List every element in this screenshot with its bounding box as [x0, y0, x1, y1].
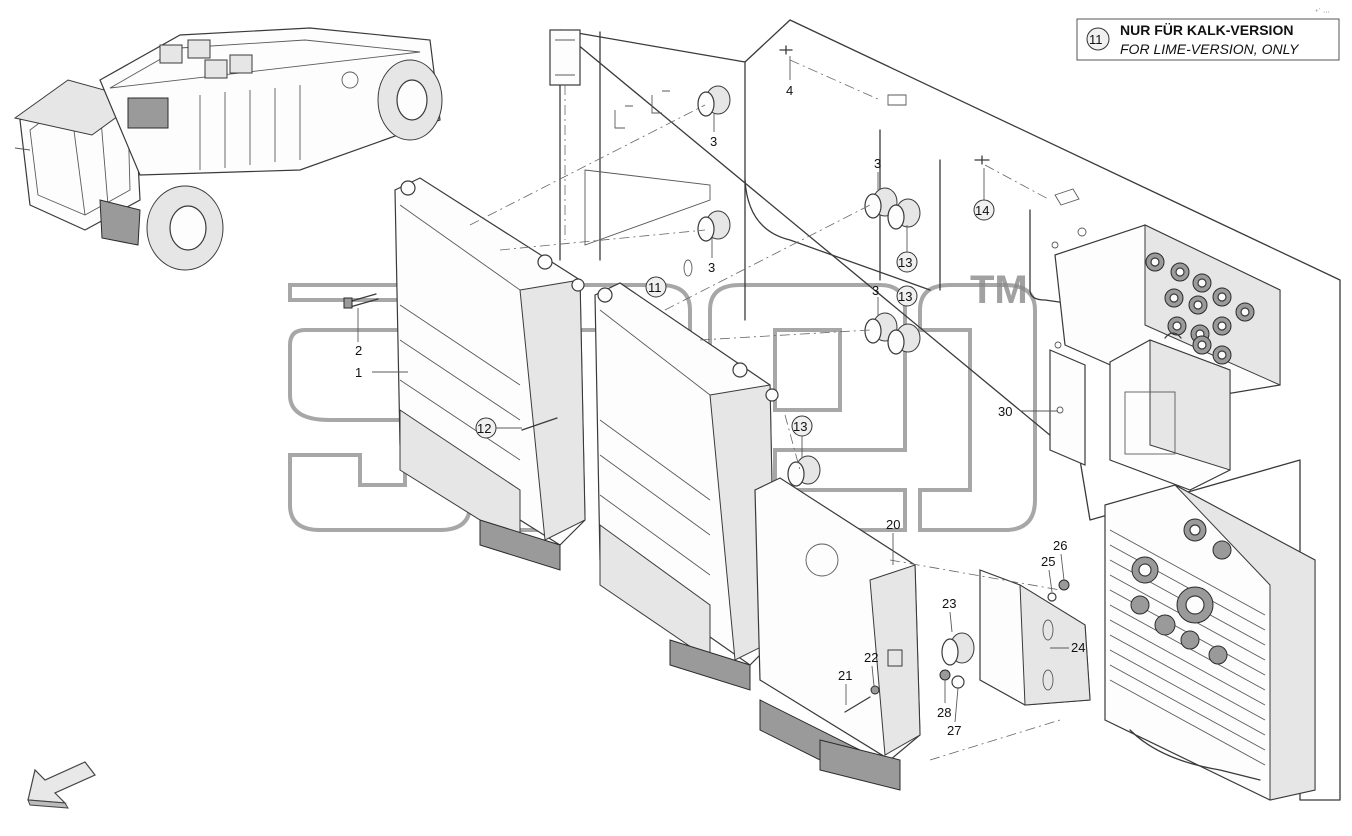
callout-24: 24 — [1071, 640, 1085, 655]
callout-13c: 13 — [793, 419, 807, 434]
legend-line-de: NUR FÜR KALK-VERSION — [1120, 22, 1293, 38]
bracket-24 — [979, 569, 1091, 706]
control-unit-11 — [594, 282, 779, 691]
callout-3b: 3 — [874, 156, 881, 171]
callout-13a: 13 — [898, 255, 912, 270]
connector-bracket — [1054, 224, 1281, 491]
callout-3a: 3 — [710, 134, 717, 149]
rubber-mounts — [697, 85, 975, 666]
fasteners — [343, 45, 1070, 713]
legend-circle-number: 11 — [1089, 32, 1103, 47]
callout-11: 11 — [648, 280, 662, 295]
control-unit-right — [1104, 484, 1316, 801]
callout-13b: 13 — [898, 289, 912, 304]
watermark-trademark: TM — [970, 268, 1028, 312]
callout-2: 2 — [355, 343, 362, 358]
callout-27: 27 — [947, 723, 961, 738]
callout-26: 26 — [1053, 538, 1067, 553]
mounting-panel — [549, 19, 1341, 801]
callout-3c: 3 — [708, 260, 715, 275]
control-unit-1 — [394, 177, 586, 571]
assembly-lines — [469, 59, 1061, 761]
callout-3d: 3 — [872, 283, 879, 298]
callout-labels: 1 2 3 3 3 3 4 11 12 13 13 13 14 20 21 22 — [355, 56, 1085, 738]
callout-28: 28 — [937, 705, 951, 720]
callout-30: 30 — [998, 404, 1012, 419]
machine-overview-thumbnail — [13, 27, 443, 271]
callout-4: 4 — [786, 83, 793, 98]
legend-line-en: FOR LIME-VERSION, ONLY — [1120, 41, 1300, 57]
small-bracket-30 — [1049, 349, 1086, 466]
callout-25: 25 — [1041, 554, 1055, 569]
callout-21: 21 — [838, 668, 852, 683]
corner-mark: ⁺˙ ··· — [1315, 8, 1330, 16]
version-legend: 11 NUR FÜR KALK-VERSION FOR LIME-VERSION… — [1076, 18, 1340, 61]
callout-12: 12 — [477, 421, 491, 436]
arrow-down-left-icon — [27, 761, 96, 809]
callout-22: 22 — [864, 650, 878, 665]
callout-23: 23 — [942, 596, 956, 611]
callout-20: 20 — [886, 517, 900, 532]
callout-14: 14 — [975, 203, 989, 218]
callout-1: 1 — [355, 365, 362, 380]
